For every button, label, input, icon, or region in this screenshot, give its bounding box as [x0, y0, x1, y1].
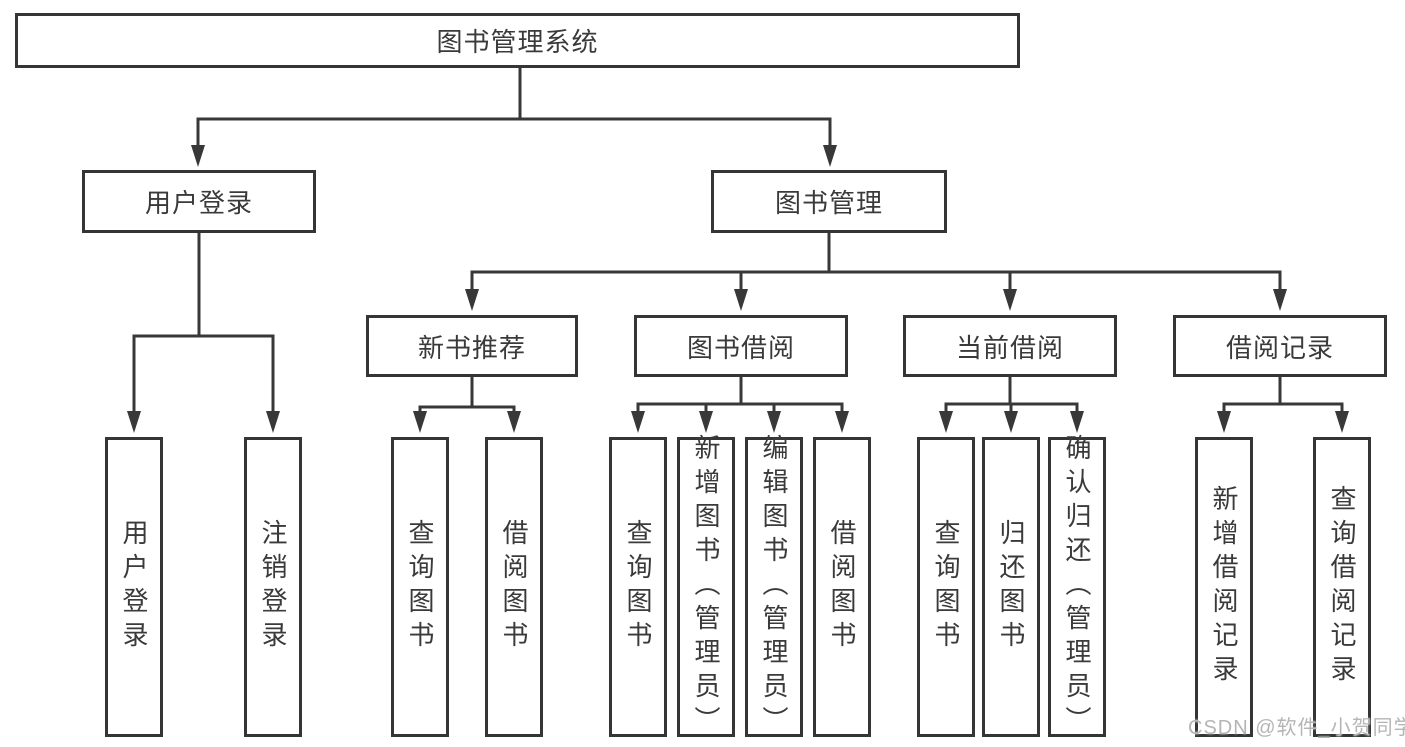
node-library-system: 图书管理系统 — [15, 13, 1020, 68]
connector-root-to-level2 — [191, 66, 837, 167]
node-borrow-books-leaf: 借阅图书 — [813, 437, 871, 737]
node-book-management: 图书管理 — [711, 170, 947, 233]
node-logout-leaf: 注销登录 — [244, 437, 302, 737]
node-label: 查询图书 — [623, 519, 653, 655]
node-label: 查询借阅记录 — [1327, 485, 1357, 689]
connector-borrow-records-children — [1217, 375, 1349, 433]
node-label: 新增图书（管理员） — [691, 434, 721, 740]
node-user-login-leaf: 用户登录 — [105, 437, 163, 737]
node-edit-book-admin: 编辑图书（管理员） — [745, 434, 803, 740]
node-label: 确认归还（管理员） — [1062, 434, 1092, 740]
connector-new-book-recommend-children — [413, 375, 521, 433]
connector-book-borrow-children — [631, 375, 849, 433]
node-current-borrow: 当前借阅 — [903, 315, 1117, 377]
node-query-books-current: 查询图书 — [917, 437, 975, 737]
connector-book-management-children — [465, 231, 1287, 311]
node-query-books-recommend: 查询图书 — [391, 437, 449, 737]
watermark: CSDN @软件_小贺同学 — [1188, 717, 1405, 739]
connector-current-borrow-children — [939, 375, 1084, 433]
node-return-book: 归还图书 — [982, 437, 1040, 737]
node-label: 归还图书 — [996, 519, 1026, 655]
node-label: 用户登录 — [119, 519, 149, 655]
node-query-borrow-record: 查询借阅记录 — [1313, 437, 1371, 737]
node-add-book-admin: 新增图书（管理员） — [677, 434, 735, 740]
node-borrow-records: 借阅记录 — [1173, 315, 1387, 377]
node-book-borrow: 图书借阅 — [634, 315, 848, 377]
node-borrow-books-recommend: 借阅图书 — [485, 437, 543, 737]
node-user-login: 用户登录 — [82, 170, 316, 233]
node-label: 新增借阅记录 — [1209, 485, 1239, 689]
node-add-borrow-record: 新增借阅记录 — [1195, 437, 1253, 737]
node-label: 注销登录 — [258, 519, 288, 655]
connector-user-login-children — [127, 231, 280, 433]
node-label: 借阅图书 — [827, 519, 857, 655]
node-confirm-return-admin: 确认归还（管理员） — [1048, 434, 1106, 740]
node-label: 借阅图书 — [499, 519, 529, 655]
node-label: 编辑图书（管理员） — [759, 434, 789, 740]
node-query-books-borrow: 查询图书 — [609, 437, 667, 737]
node-new-book-recommend: 新书推荐 — [366, 315, 578, 377]
node-label: 查询图书 — [931, 519, 961, 655]
node-label: 查询图书 — [405, 519, 435, 655]
